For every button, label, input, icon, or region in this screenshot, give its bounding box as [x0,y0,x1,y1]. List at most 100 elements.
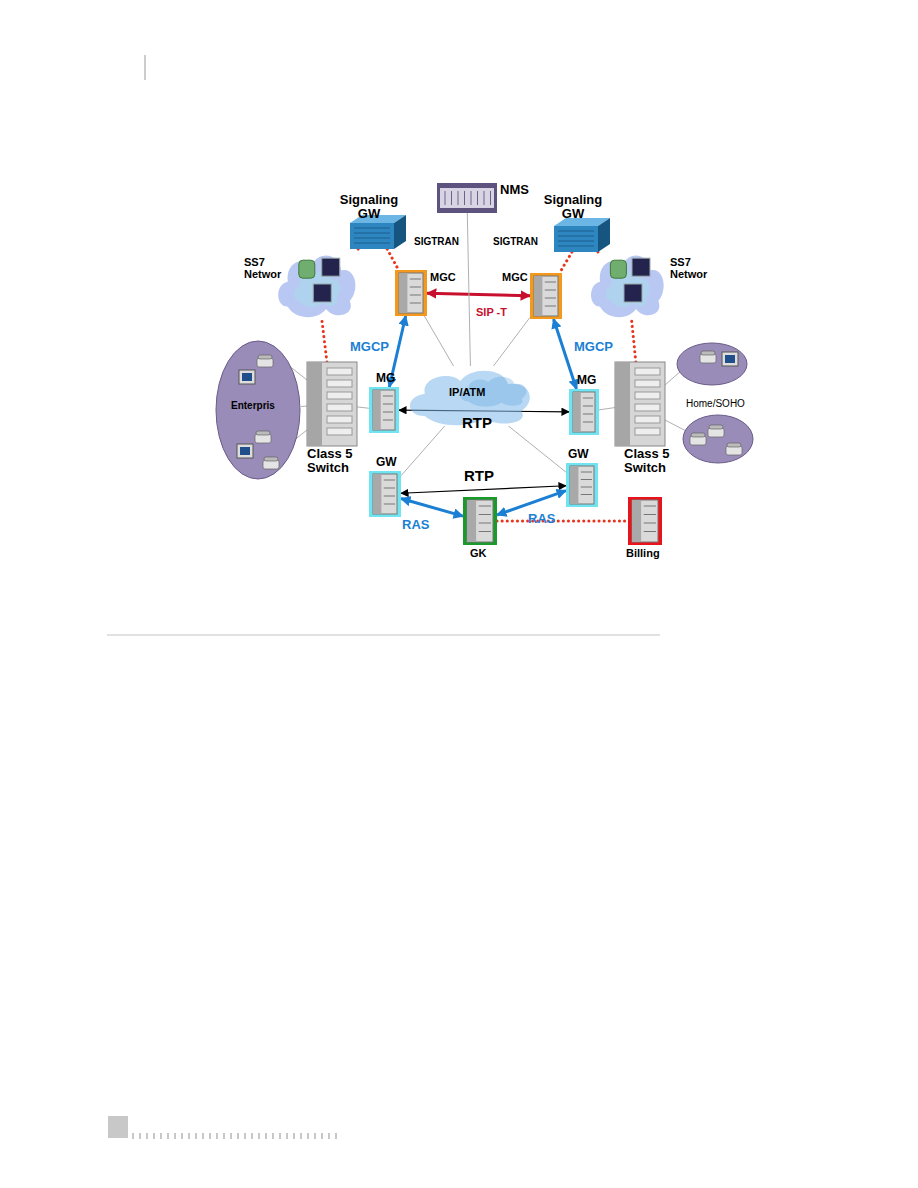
node-label: GK [470,547,487,559]
nms-slot [484,191,485,205]
server-slot [479,514,491,515]
connector [424,316,453,366]
pc-screen [242,373,252,381]
node-label: Class 5 Switch [307,447,365,476]
connector [560,252,572,273]
tick [139,1133,141,1139]
server-side [573,392,581,432]
server-side [373,474,381,514]
node-icon [463,497,497,545]
connector-label: RTP [462,415,492,432]
nms-slot [490,191,491,205]
cloud-group [278,255,355,317]
connector [554,319,577,389]
connector-label: RAS [402,518,429,532]
tick [307,1133,309,1139]
server-frame [369,471,401,517]
gateway-slot [354,238,390,239]
gateway: GW [566,448,598,507]
connector [401,499,463,517]
node-label: MGC [502,271,528,283]
node-icon [569,389,599,435]
connector [322,318,327,362]
node-icon [437,183,497,213]
server-slot [410,279,421,280]
server-slot [384,504,395,505]
phone-body [700,354,716,363]
ss7-node [313,284,331,302]
server-slot [644,531,656,532]
gateway-slot [354,228,390,229]
server-frame [566,463,598,507]
server-slot [479,523,491,524]
server-body [573,392,595,432]
server-side [632,500,641,542]
home-ellipse [683,415,753,463]
server-slot [383,396,393,397]
tick [153,1133,155,1139]
tick [293,1133,295,1139]
connector [599,408,615,410]
node-label: Billing [626,547,660,559]
media-gateway: MG [569,374,599,435]
server-slot [383,412,393,413]
server-side [399,273,407,313]
phone-symbol [263,457,279,469]
server-slot [410,287,421,288]
phone-body [257,358,273,367]
phone-handset [691,433,705,437]
gateway-front [554,226,598,252]
phone-symbol [700,351,716,363]
server-slot [384,480,395,481]
tick [216,1133,218,1139]
phone-handset [701,351,715,355]
server-slot [644,506,656,507]
server-slot [384,488,395,489]
switch-bay [635,428,660,435]
server-slot [644,514,656,515]
connector-label: RAS [528,512,555,526]
signaling-gateway: Signaling GW [336,193,406,249]
node-label: SS7 Networ [244,256,284,280]
node-icon [307,362,357,446]
gateway-slot [354,233,390,234]
ss7-node [632,258,650,276]
area-label: Home/SOHO [686,398,745,409]
switch-bay [327,428,352,435]
gateway: GW [369,456,401,517]
gateway-slot [558,241,594,242]
tick [160,1133,162,1139]
tick [300,1133,302,1139]
switch-bay [327,368,352,375]
server-slot [383,420,393,421]
phone-body [263,460,279,469]
nms-face [440,188,494,208]
node-icon [615,362,665,446]
tick-row [132,1133,337,1139]
node-icon [554,218,610,252]
connector [494,317,531,366]
node-icon [275,250,360,318]
tick [202,1133,204,1139]
connector-label: MGCP [350,340,389,354]
phone-symbol [690,433,706,445]
pc-monitor [239,370,255,384]
db-cylinder [299,260,315,278]
cloud-group [591,255,664,317]
server-slot [545,306,556,307]
enterprise-shape [216,341,300,479]
node-icon [588,250,668,318]
connector [401,486,566,494]
tick [286,1133,288,1139]
connector [357,249,358,250]
nms-slot [458,191,459,205]
server-body [570,466,594,504]
switch-bay [327,416,352,423]
server-slot [583,414,593,415]
pc-monitor [237,444,253,458]
connector [631,318,635,362]
node-icon [395,270,427,316]
tick [279,1133,281,1139]
